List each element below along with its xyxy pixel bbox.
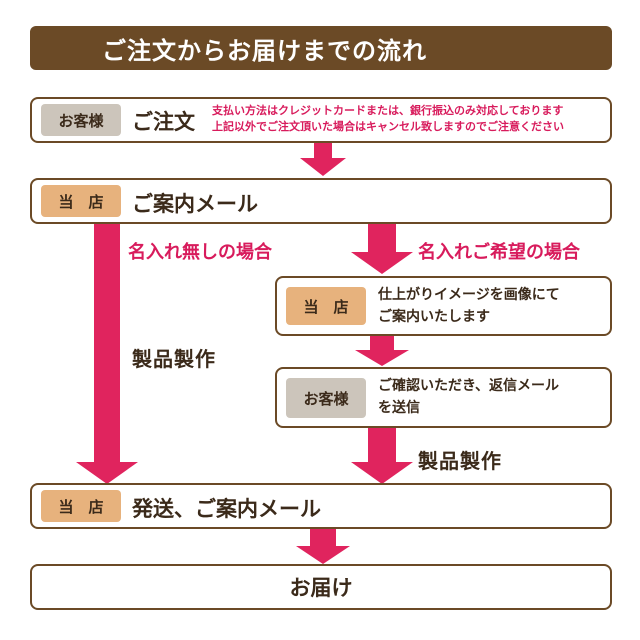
arrow-right-3 (351, 428, 413, 484)
step-ship (30, 483, 612, 529)
production-right-label: 製品製作 (418, 449, 502, 473)
step-order-label: ご注文 (132, 110, 195, 134)
step-delivery-label: お届け (289, 576, 353, 600)
image-mail-line1: 仕上がりイメージを画像にて (378, 287, 560, 303)
step-delivery: お届け (30, 564, 612, 610)
confirm-line2: を送信 (378, 400, 420, 416)
page-title: ご注文からお届けまでの流れ (30, 26, 612, 70)
arrow-right-2 (355, 336, 409, 366)
production-left-label: 製品製作 (132, 347, 216, 371)
step-info-mail (30, 178, 612, 224)
branch-no-name-label: 名入れ無しの場合 (128, 242, 272, 263)
arrow-order-to-info (300, 142, 346, 176)
tag-shop: 当 店 (286, 287, 366, 325)
arrow-ship-to-delivery (296, 528, 350, 564)
tag-customer: お客様 (41, 104, 121, 136)
confirm-line1: ご確認いただき、返信メール (378, 378, 560, 394)
image-mail-line2: ご案内いたします (378, 309, 490, 325)
step-ship-label: 発送、ご案内メール (132, 497, 321, 521)
arrow-left-long (76, 224, 138, 484)
tag-shop: 当 店 (41, 185, 121, 217)
tag-customer: お客様 (286, 378, 366, 418)
payment-note-line1: 支払い方法はクレジットカードまたは、銀行振込のみ対応しております (212, 104, 564, 117)
branch-name-label: 名入れご希望の場合 (418, 242, 580, 263)
step-order (30, 97, 612, 143)
payment-note-line2: 上記以外でご注文頂いた場合はキャンセル致しますのでご注意ください (212, 120, 564, 133)
tag-shop: 当 店 (41, 490, 121, 522)
arrow-right-1 (351, 224, 413, 274)
step-info-mail-label: ご案内メール (132, 192, 258, 216)
